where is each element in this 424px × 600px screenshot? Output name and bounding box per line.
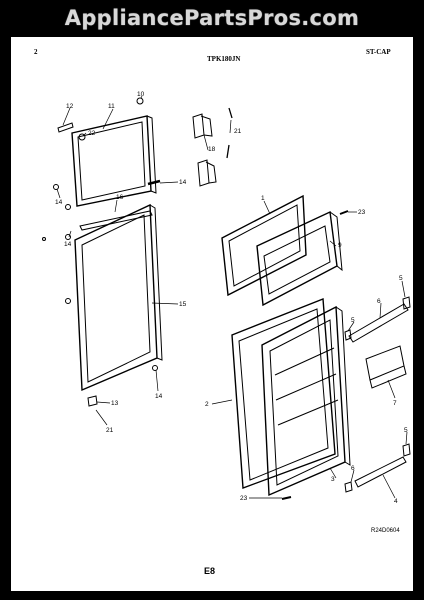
- callout-label: 5: [351, 317, 355, 324]
- callout-label: 12: [66, 103, 74, 110]
- dairy-bin-part: [365, 345, 407, 389]
- callout-label: 1: [261, 195, 265, 202]
- callout-label: 14: [55, 199, 63, 206]
- drawing-code: R24D0604: [371, 528, 400, 534]
- freezer-gasket-part: [221, 194, 307, 297]
- callout-label: 14: [155, 393, 163, 400]
- callout-label: 18: [208, 146, 216, 153]
- door-shelf-part: [348, 303, 409, 343]
- model-number: TPK180JN: [207, 55, 241, 63]
- callout-label: 6: [377, 298, 381, 305]
- callout-label: 23: [358, 209, 366, 216]
- fresh-food-door-part: [74, 203, 163, 392]
- fresh-food-inner-panel-part: [261, 305, 351, 497]
- callout-label: 21: [106, 427, 114, 434]
- callout-label: 22: [88, 130, 96, 137]
- callout-label: 23: [240, 495, 248, 502]
- callout-label: 13: [111, 400, 119, 407]
- callout-label: 15: [179, 301, 187, 308]
- callout-label: 7: [393, 400, 397, 407]
- callout-label: 11: [108, 103, 115, 110]
- callout-label: 5: [399, 275, 403, 282]
- callout-label: 16: [116, 194, 124, 201]
- callout-label: 5: [404, 427, 408, 434]
- callout-numbers: 12 11 10 22 18 21 14 16 14 14 15 14 13 2…: [55, 91, 408, 505]
- callout-label: 9: [338, 242, 342, 249]
- hinge-part: [57, 122, 74, 133]
- lower-shelf-part: [354, 456, 407, 488]
- callout-label: 10: [137, 91, 145, 98]
- page-label: E8: [204, 566, 216, 576]
- callout-label: 14: [179, 179, 187, 186]
- freezer-door-part: [71, 115, 157, 207]
- watermark: AppliancePartsPros.com: [64, 6, 360, 30]
- page-number: 2: [34, 48, 38, 56]
- callout-label: 4: [394, 498, 398, 505]
- callout-label: 14: [64, 241, 72, 248]
- fresh-food-gasket-part: [231, 298, 336, 489]
- callout-label: 6: [351, 465, 355, 472]
- callout-label: 21: [234, 128, 242, 135]
- section-code: ST-CAP: [366, 48, 391, 56]
- freezer-inner-panel-part: [256, 210, 343, 307]
- screw-part: [78, 133, 86, 141]
- callout-label: 3: [331, 476, 335, 483]
- callout-label: 2: [205, 401, 209, 408]
